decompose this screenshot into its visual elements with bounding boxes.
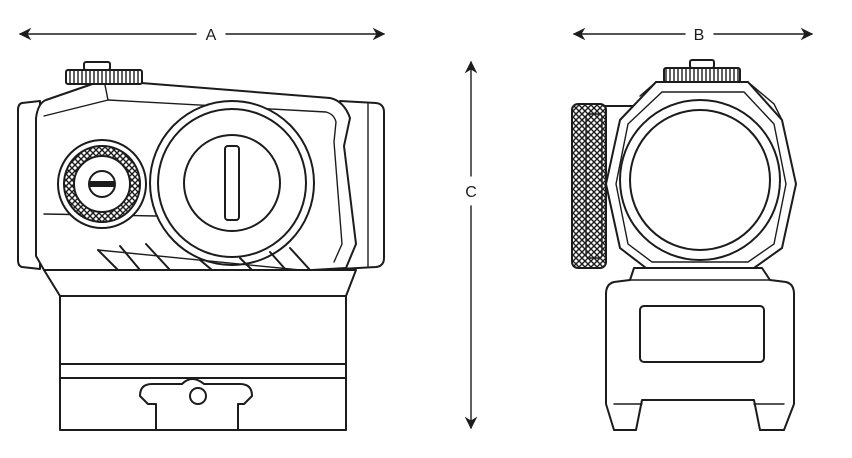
front-lens-cap <box>17 100 41 270</box>
dimension-b-label: B <box>694 27 705 44</box>
dimension-a: A <box>18 27 386 44</box>
adjustment-slot <box>224 145 240 221</box>
dimension-a-label: A <box>206 27 217 44</box>
front-lens-glass <box>629 109 771 251</box>
dimension-c-label: C <box>465 184 477 201</box>
dimension-c: C <box>464 60 478 430</box>
front-mount-window <box>639 305 765 363</box>
sight-side-view <box>17 61 385 431</box>
side-knob-knurled <box>571 103 607 269</box>
body-serrations <box>97 243 311 271</box>
sight-front-view <box>571 59 797 431</box>
dimension-b: B <box>572 27 814 44</box>
clamp-screw <box>189 387 207 405</box>
top-battery-cap-front <box>663 67 741 83</box>
top-battery-cap <box>65 69 143 85</box>
